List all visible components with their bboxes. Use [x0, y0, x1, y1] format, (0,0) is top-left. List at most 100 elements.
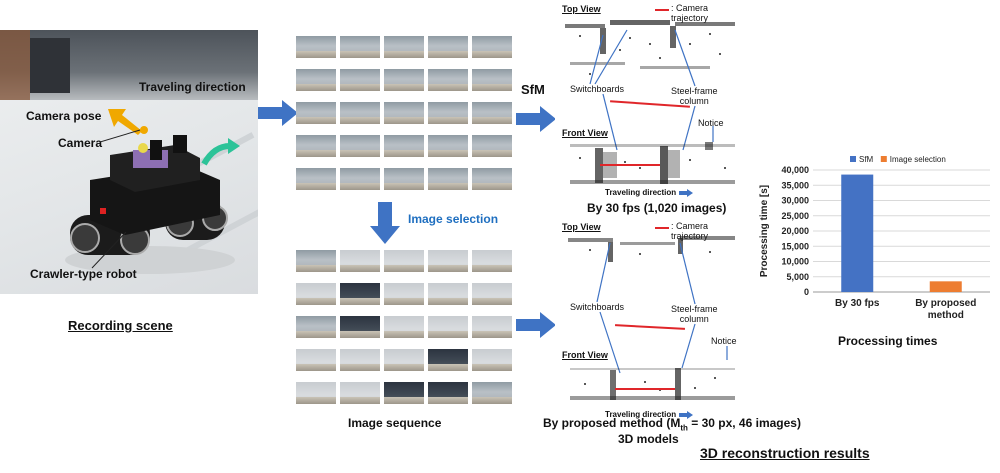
- frame-thumbnail: [296, 349, 336, 371]
- y-tick-label: 30,000: [781, 196, 809, 206]
- background-cabinet: [30, 38, 70, 93]
- front-view-label: Front View: [562, 128, 608, 138]
- arrow-to-model-bottom: [516, 312, 556, 338]
- steel-frame-line2: column: [679, 96, 709, 106]
- traveling-direction-label: Traveling direction: [139, 80, 246, 94]
- camera-pointer-line: [100, 129, 141, 143]
- camera-trajectory-front: [615, 388, 675, 390]
- legend-label: SfM: [859, 155, 874, 164]
- frame-thumbnail: [340, 102, 380, 124]
- y-tick-label: 0: [804, 287, 809, 297]
- frame-thumbnail: [384, 382, 424, 404]
- traveling-direction-arrow: [679, 411, 693, 419]
- traveling-direction-arrow: [679, 189, 693, 197]
- frame-thumbnail: [384, 349, 424, 371]
- frame-thumbnail: [472, 283, 512, 305]
- arrow-to-sequence: [258, 100, 298, 126]
- 3d-reconstruction-results-caption: 3D reconstruction results: [700, 445, 870, 461]
- front-view-pointcloud: [570, 368, 735, 400]
- frame-thumbnail: [428, 349, 468, 371]
- recording-photo: [0, 30, 258, 294]
- y-tick-label: 40,000: [781, 165, 809, 175]
- frame-thumbnail: [384, 168, 424, 190]
- frame-thumbnail: [472, 135, 512, 157]
- traveling-direction-small: Traveling direction: [605, 410, 677, 419]
- trajectory-legend-swatch: [655, 227, 669, 229]
- frame-thumbnail: [296, 316, 336, 338]
- model-30fps-caption: By 30 fps (1,020 images): [587, 201, 727, 215]
- frame-thumbnail: [340, 250, 380, 272]
- notice-label: Notice: [711, 336, 737, 346]
- 3d-models-caption: 3D models: [618, 432, 679, 446]
- frame-thumbnail: [428, 69, 468, 91]
- frame-thumbnail: [428, 168, 468, 190]
- x-tick-label: By 30 fps: [835, 298, 880, 309]
- processing-times-chart: 05,00010,00015,00020,00025,00030,00035,0…: [759, 155, 990, 321]
- legend-swatch: [850, 156, 856, 162]
- sfm-label: SfM: [521, 82, 545, 97]
- frame-thumbnail: [296, 36, 336, 58]
- switchboards-label: Switchboards: [570, 84, 625, 94]
- notice-label: Notice: [698, 118, 724, 128]
- bar-sfm: [841, 174, 874, 292]
- frame-thumbnail: [472, 36, 512, 58]
- top-view-label: Top View: [562, 222, 601, 232]
- frame-thumbnail: [472, 168, 512, 190]
- background-door: [0, 30, 30, 100]
- y-axis-title: Processing time [s]: [759, 185, 770, 277]
- frame-thumbnail: [384, 36, 424, 58]
- frame-thumbnail: [384, 316, 424, 338]
- image-sequence-caption: Image sequence: [348, 416, 442, 430]
- top-view-pointcloud: [565, 20, 735, 75]
- frame-thumbnail: [296, 168, 336, 190]
- caption-subscript: th: [680, 423, 688, 433]
- steel-frame-line1: Steel-frame: [671, 86, 718, 96]
- y-tick-label: 10,000: [781, 257, 809, 267]
- frame-thumbnail: [472, 69, 512, 91]
- steel-frame-label: Steel-frame column: [671, 304, 718, 324]
- green-direction-arrow: [201, 138, 240, 166]
- y-tick-label: 15,000: [781, 241, 809, 251]
- frame-thumbnail: [472, 349, 512, 371]
- frame-thumbnail: [384, 69, 424, 91]
- trajectory-legend-swatch: [655, 9, 669, 11]
- frame-thumbnail: [296, 382, 336, 404]
- camera-pose-arrow: [108, 109, 142, 135]
- image-selection-arrow: [370, 202, 400, 244]
- frame-thumbnail: [296, 135, 336, 157]
- image-sequence-selected: [296, 250, 512, 410]
- frame-thumbnail: [296, 283, 336, 305]
- frame-thumbnail: [296, 102, 336, 124]
- bar-image-selection: [929, 281, 962, 292]
- steel-frame-line2: column: [679, 314, 709, 324]
- front-view-pointcloud: [570, 142, 735, 184]
- frame-thumbnail: [340, 349, 380, 371]
- legend-label: Image selection: [890, 155, 946, 164]
- frame-thumbnail: [428, 382, 468, 404]
- y-tick-label: 5,000: [786, 272, 809, 282]
- switchboards-label: Switchboards: [570, 302, 625, 312]
- top-view-label: Top View: [562, 4, 601, 14]
- frame-thumbnail: [340, 283, 380, 305]
- camera-pose-label: Camera pose: [26, 109, 102, 123]
- camera-marker: [140, 126, 148, 134]
- caption-suffix: = 30 px, 46 images): [687, 416, 801, 430]
- chart-title: Processing times: [838, 334, 938, 348]
- front-view-label: Front View: [562, 350, 608, 360]
- recording-scene-caption: Recording scene: [68, 318, 173, 333]
- y-tick-label: 35,000: [781, 180, 809, 190]
- annotation-pointer-lines: [596, 242, 728, 374]
- camera-trajectory-front: [600, 164, 660, 166]
- x-tick-label: method: [928, 310, 964, 321]
- caption-prefix: By proposed method (M: [543, 416, 681, 430]
- x-tick-label: By proposed: [915, 298, 976, 309]
- frame-thumbnail: [384, 102, 424, 124]
- frame-thumbnail: [340, 69, 380, 91]
- traveling-direction-small: Traveling direction: [605, 188, 677, 197]
- y-tick-label: 25,000: [781, 211, 809, 221]
- frame-thumbnail: [340, 382, 380, 404]
- frame-thumbnail: [472, 316, 512, 338]
- robot-label: Crawler-type robot: [30, 267, 137, 281]
- robot-pointer-line: [91, 231, 127, 269]
- frame-thumbnail: [472, 382, 512, 404]
